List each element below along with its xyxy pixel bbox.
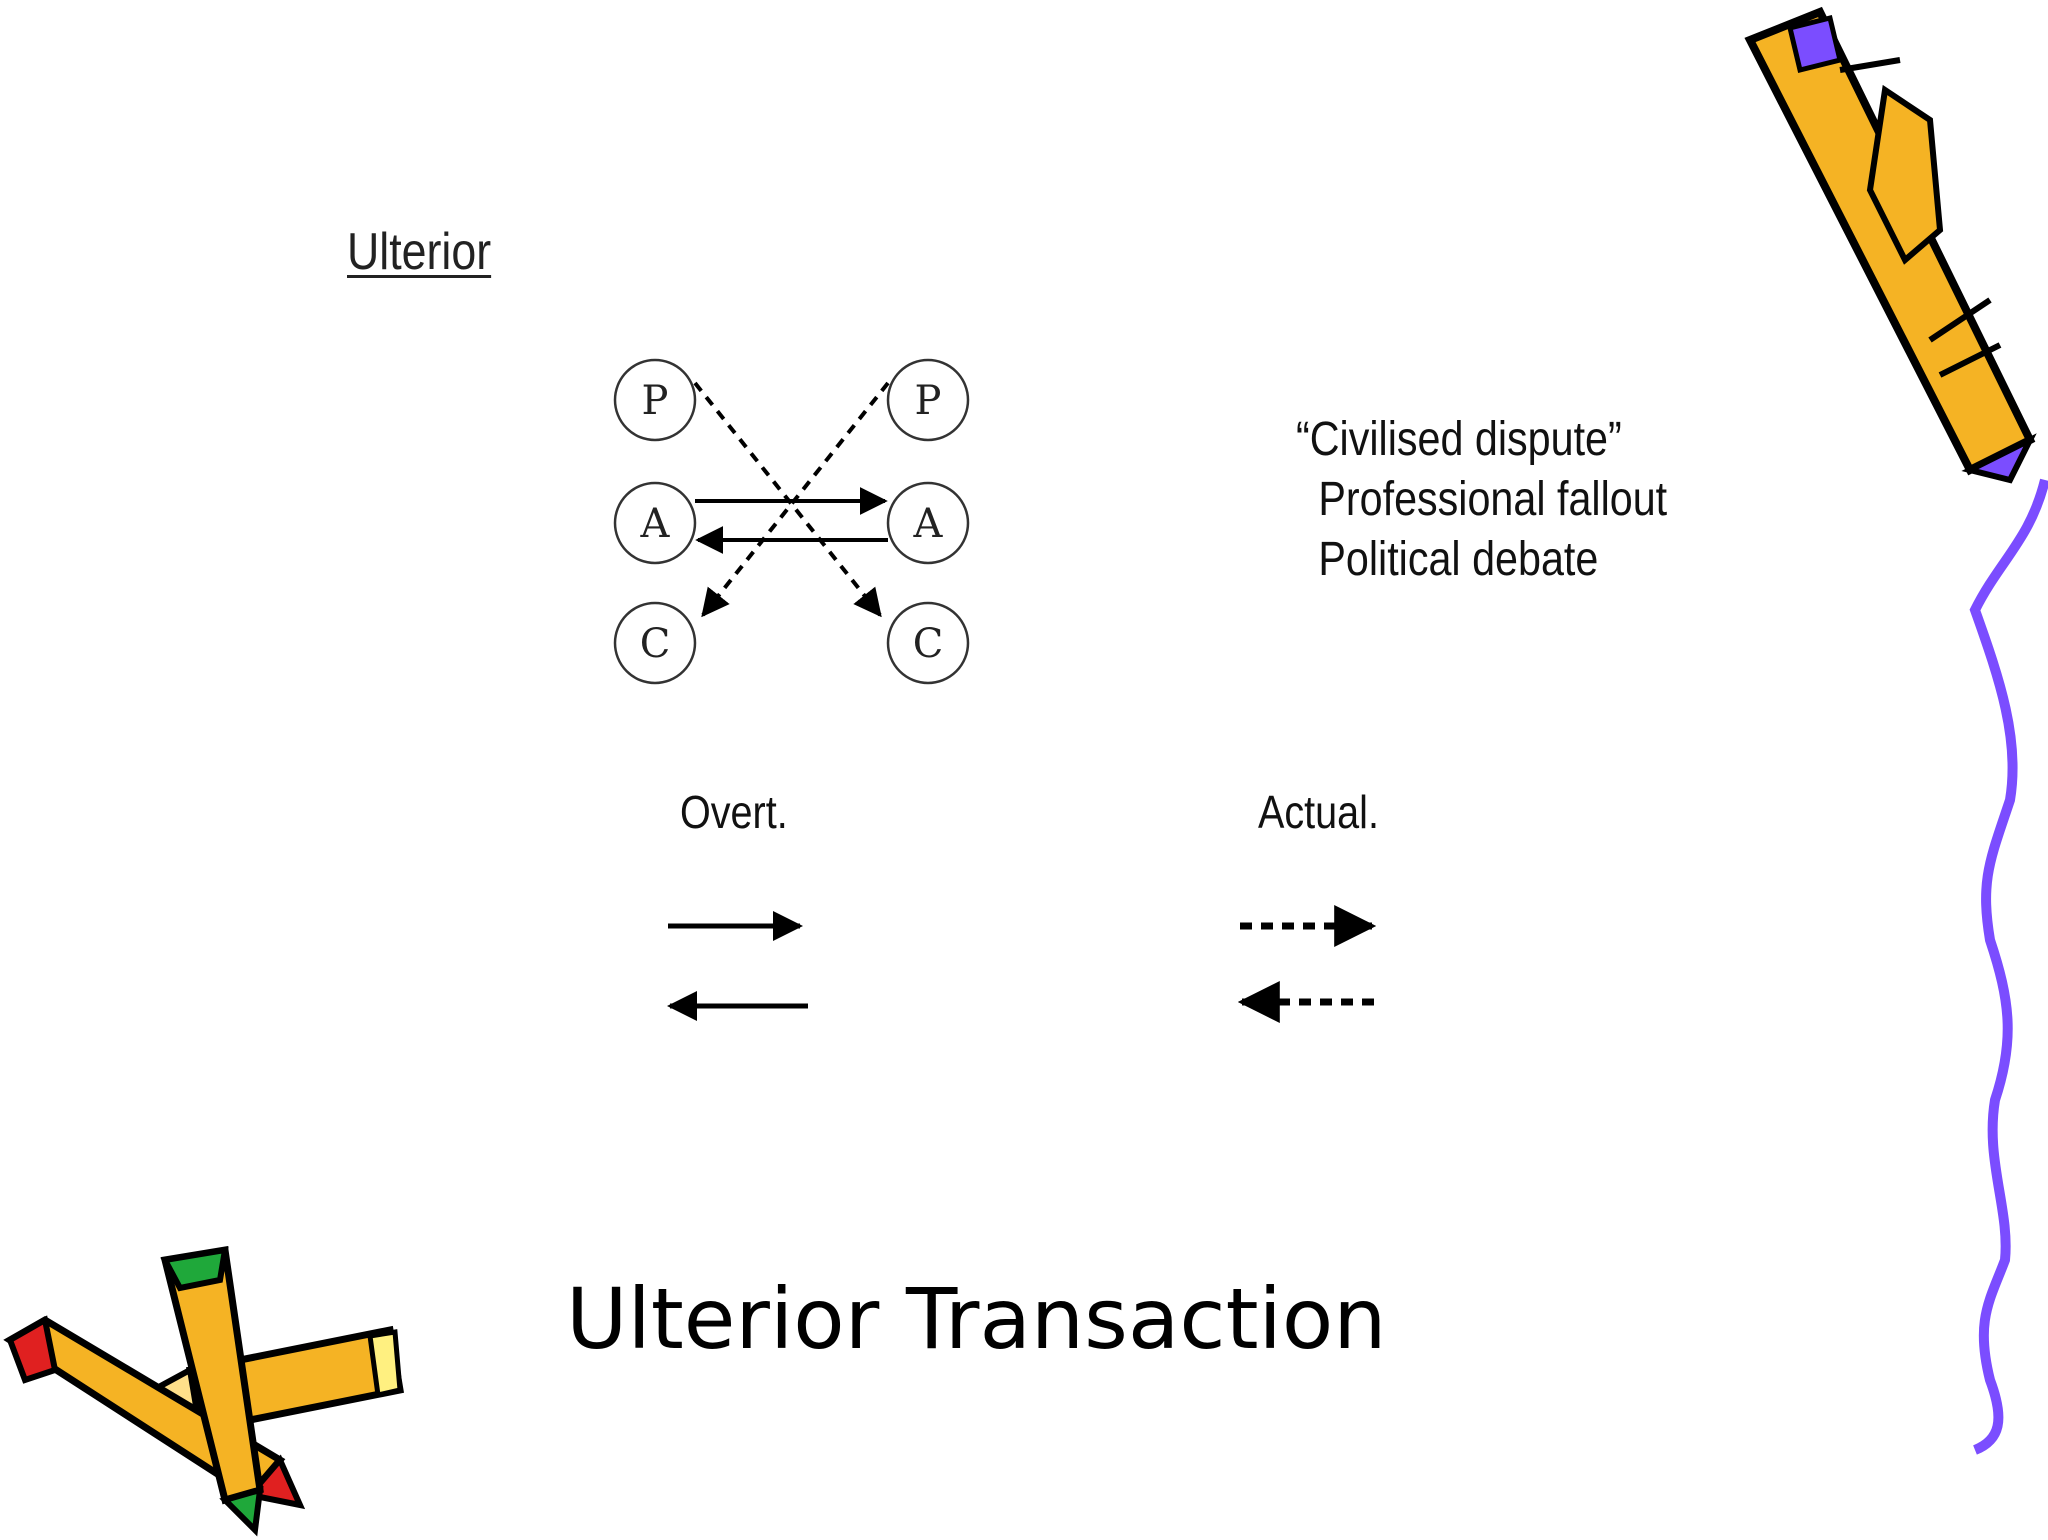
pencil-icon <box>1744 6 2048 1455</box>
right-adult-letter: A <box>913 501 944 547</box>
crossed-pencils-icon <box>3 1245 405 1537</box>
right-parent-node <box>886 358 970 442</box>
left-child-letter: C <box>640 621 671 667</box>
left-parent-letter: P <box>642 378 669 424</box>
right-child-node <box>886 601 970 685</box>
right-ego-states: P A C <box>886 358 970 685</box>
actual-arrow-right-parent-to-left-child <box>701 381 890 618</box>
wavy-line-icon <box>1969 478 2048 1455</box>
left-ego-states: P A C <box>613 358 697 685</box>
example-item: Professional fallout <box>1318 473 1668 526</box>
diagram-heading: Ulterior <box>347 223 492 281</box>
right-adult-node <box>886 481 970 565</box>
legend-actual-label: Actual. <box>1258 786 1379 838</box>
left-adult-node <box>613 481 697 565</box>
left-parent-node <box>613 358 697 442</box>
ego-state-diagram: P A C P A C <box>613 358 970 685</box>
left-adult-letter: A <box>640 501 671 547</box>
legend-overt-label: Overt. <box>680 786 788 838</box>
actual-arrow-left-parent-to-right-child <box>693 381 882 618</box>
examples-title: “Civilised dispute” <box>1296 413 1622 466</box>
example-item: Political debate <box>1318 533 1599 586</box>
left-child-node <box>613 601 697 685</box>
right-child-letter: C <box>913 621 944 667</box>
slide-title: Ulterior Transaction <box>566 1270 1387 1368</box>
legend-arrows <box>667 905 1377 1023</box>
right-parent-letter: P <box>915 378 942 424</box>
examples-list: “Civilised dispute” Professional fallout… <box>1296 410 1667 590</box>
